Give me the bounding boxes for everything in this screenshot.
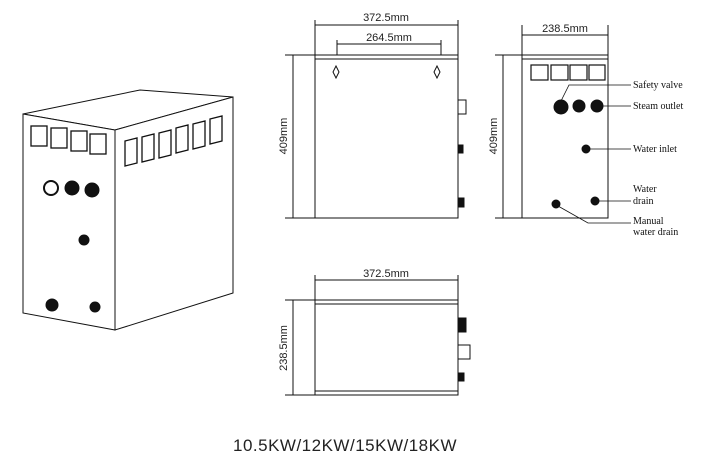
top-view — [285, 275, 471, 396]
top-depth-label: 238.5mm — [278, 325, 290, 371]
callout-manual-drain-1: Manual — [633, 216, 664, 227]
front-view — [285, 20, 467, 219]
side-view — [495, 25, 631, 224]
front-inner-width-label: 264.5mm — [366, 32, 412, 44]
top-width-label: 372.5mm — [363, 268, 409, 280]
side-width-label: 238.5mm — [542, 23, 588, 35]
isometric-unit-drawing — [22, 89, 234, 331]
front-height-label: 409mm — [278, 118, 290, 155]
callout-manual-drain-2: water drain — [633, 227, 678, 238]
callout-water-inlet: Water inlet — [633, 144, 677, 155]
side-height-label: 409mm — [488, 118, 500, 155]
front-width-label: 372.5mm — [363, 12, 409, 24]
callout-water-drain-2: drain — [633, 196, 654, 207]
callout-safety-valve: Safety valve — [633, 80, 683, 91]
callout-steam-outlet: Steam outlet — [633, 101, 683, 112]
callout-water-drain-1: Water — [633, 184, 657, 195]
model-power-title: 10.5KW/12KW/15KW/18KW — [232, 436, 458, 455]
